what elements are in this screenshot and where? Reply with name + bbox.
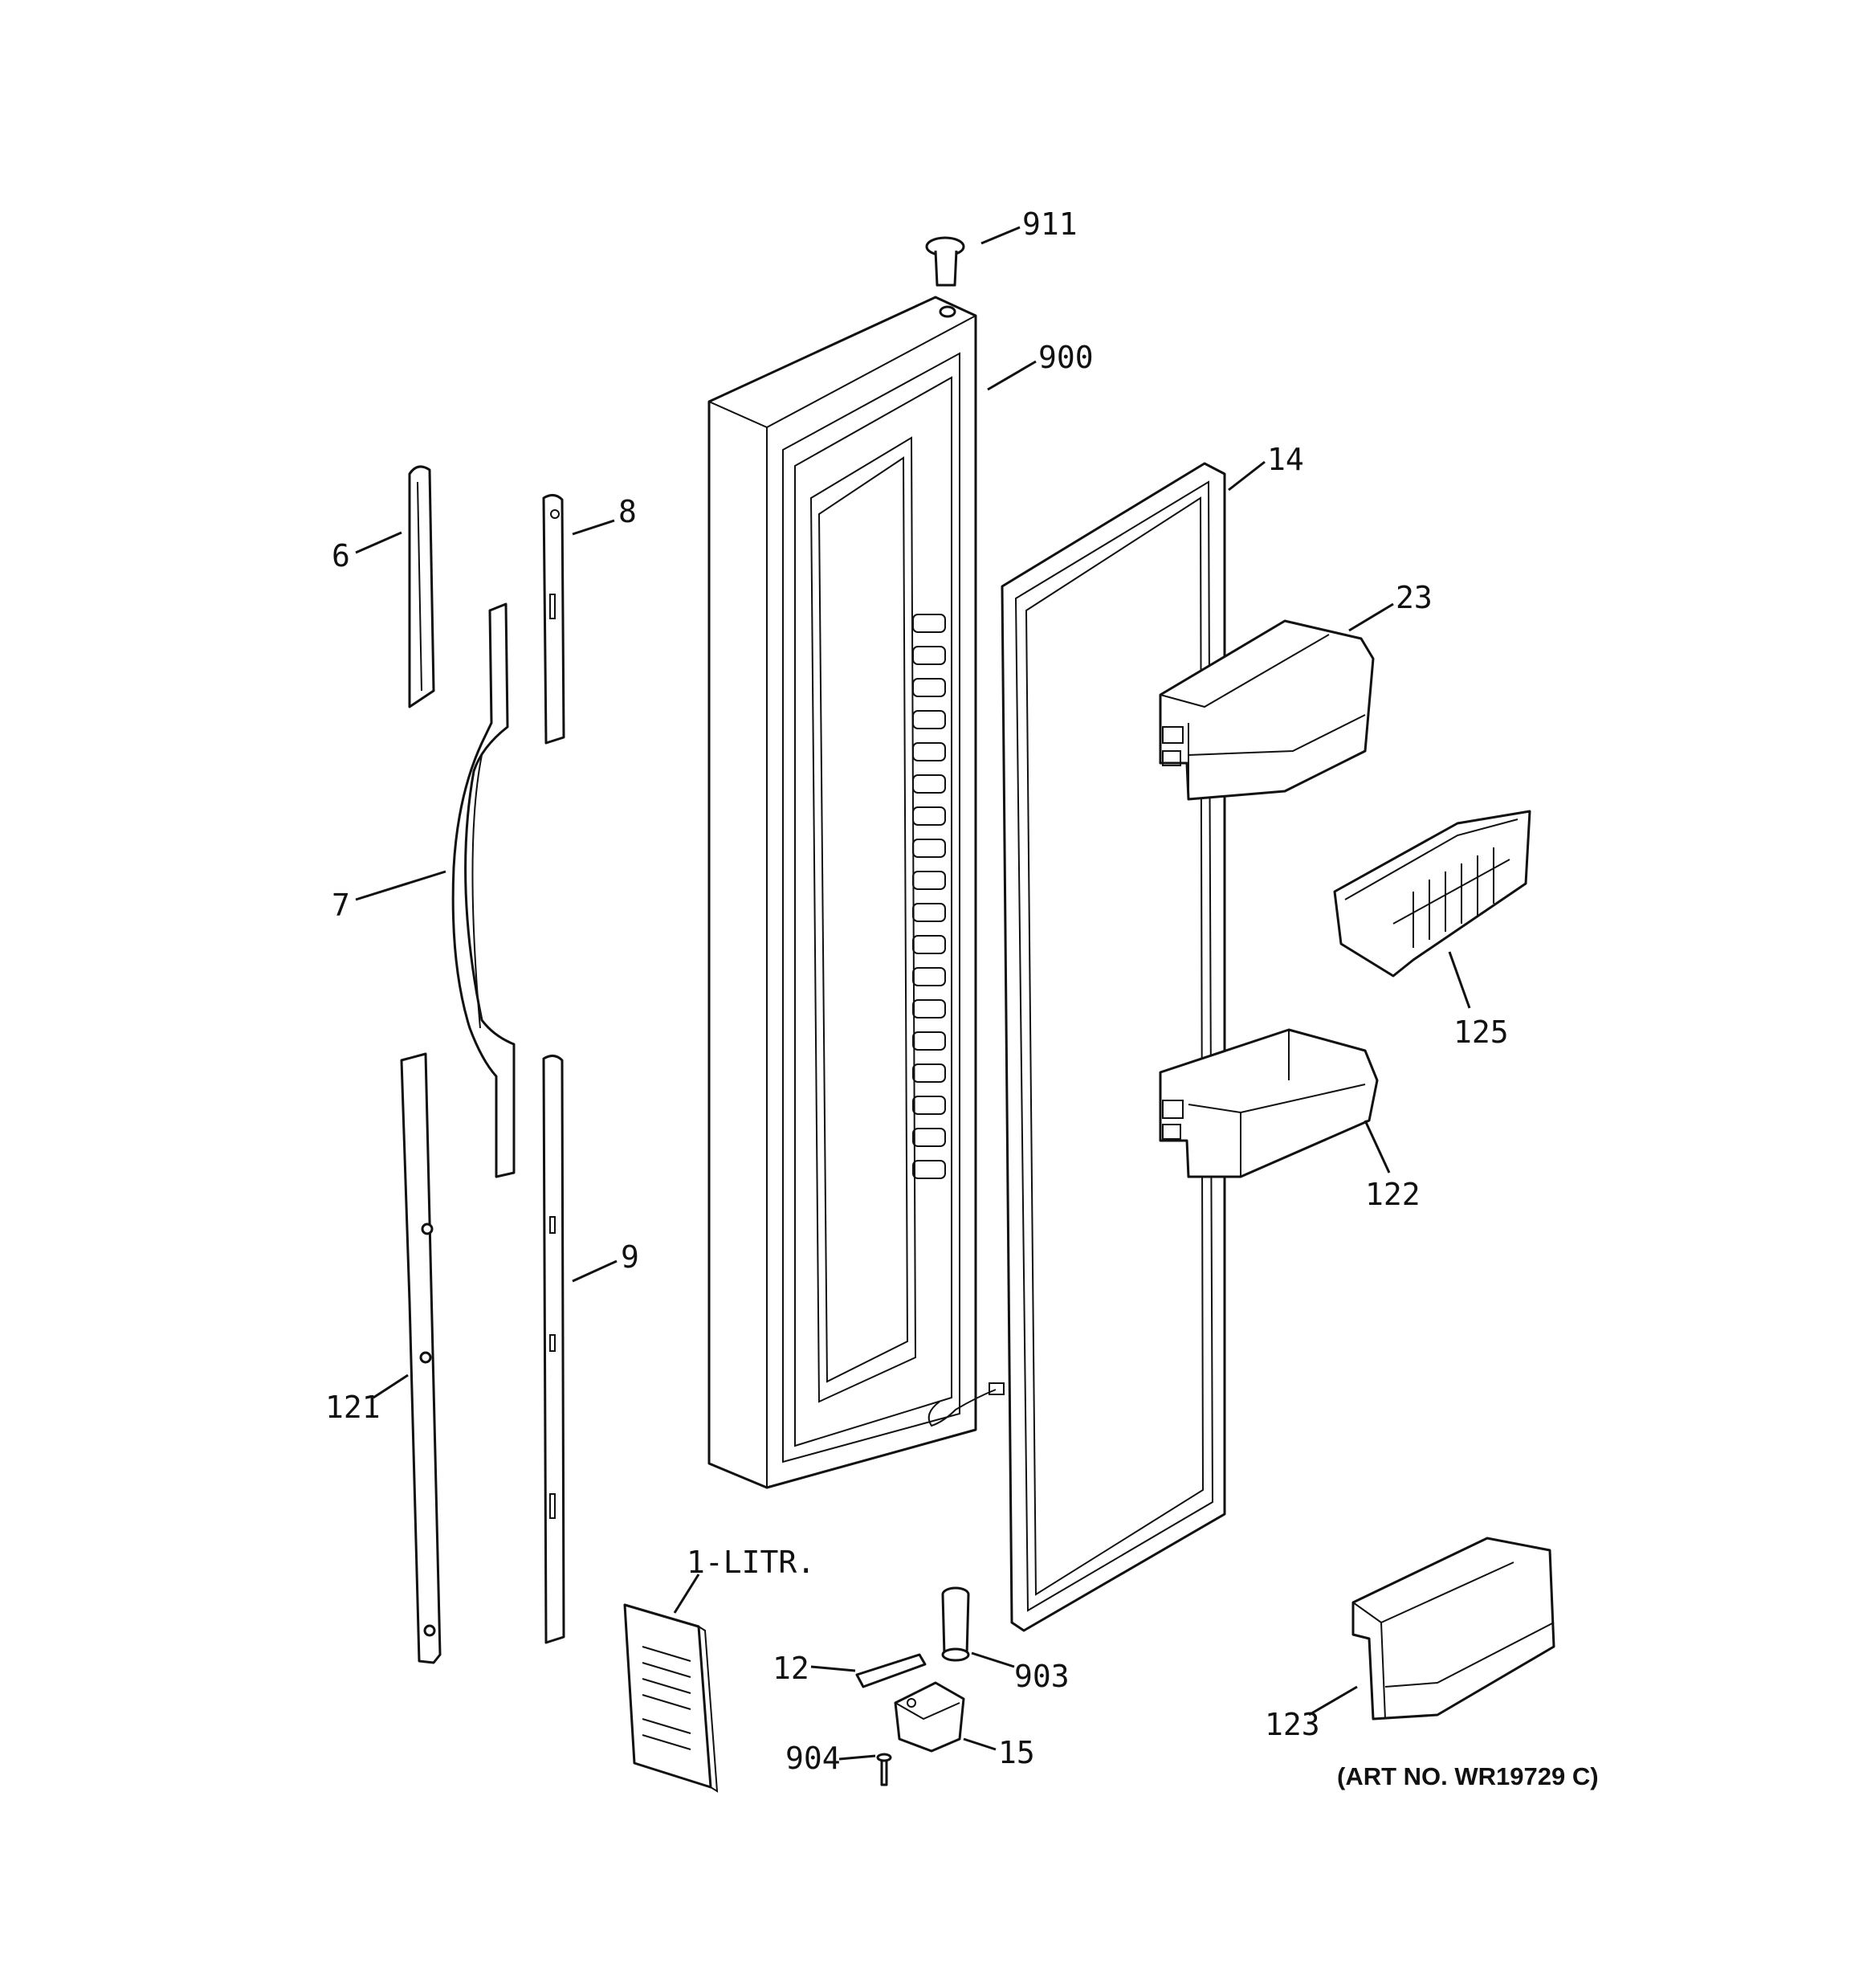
art-number: (ART NO. WR19729 C) <box>1337 1762 1599 1790</box>
part-121-trim <box>400 1052 442 1664</box>
label-15: 15 <box>998 1735 1035 1770</box>
part-900-door <box>707 296 977 1489</box>
label-1-litr: 1-LITR. <box>687 1545 815 1580</box>
part-125-basket <box>1333 810 1531 978</box>
label-123: 123 <box>1265 1707 1320 1742</box>
label-900: 900 <box>1038 340 1094 375</box>
part-1-litr-manual <box>623 1603 719 1793</box>
part-15-bracket <box>894 1681 965 1753</box>
part-14-gasket <box>1001 462 1226 1632</box>
part-903-pin <box>941 1586 970 1662</box>
part-911-cap <box>925 236 965 287</box>
label-125: 125 <box>1453 1014 1509 1050</box>
leader-lines <box>355 226 1471 1761</box>
label-23: 23 <box>1396 580 1433 615</box>
part-122-bin <box>1159 1028 1379 1178</box>
label-6: 6 <box>332 538 350 574</box>
label-122: 122 <box>1365 1177 1421 1212</box>
part-6-handle-cap <box>408 465 435 708</box>
label-8: 8 <box>618 494 637 529</box>
label-14: 14 <box>1267 442 1304 477</box>
label-121: 121 <box>325 1390 381 1425</box>
door-shelf-clips <box>912 614 946 1179</box>
label-12: 12 <box>773 1651 809 1686</box>
part-23-bin <box>1159 619 1375 801</box>
part-12-plate <box>855 1653 927 1688</box>
label-904: 904 <box>785 1741 841 1776</box>
label-7: 7 <box>332 888 350 923</box>
callout-labels: 911 900 14 8 6 23 7 125 122 9 121 1-LITR… <box>325 206 1599 1790</box>
part-7-handle <box>451 602 516 1178</box>
part-9-strip <box>542 1055 565 1644</box>
label-911: 911 <box>1022 206 1078 242</box>
part-904-screw <box>876 1753 892 1786</box>
label-9: 9 <box>621 1239 639 1275</box>
door-wire-harness <box>927 1382 1005 1427</box>
part-8-strip <box>542 494 565 745</box>
part-123-bin <box>1351 1537 1555 1721</box>
label-903: 903 <box>1014 1659 1070 1694</box>
